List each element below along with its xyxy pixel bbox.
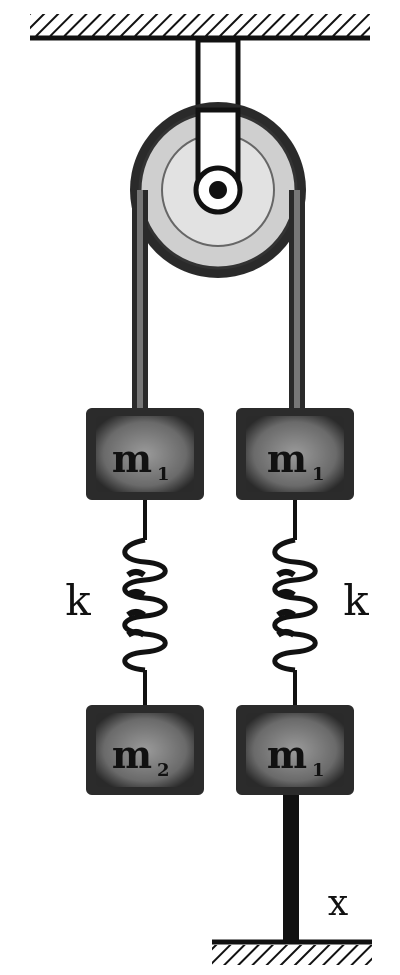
mass-top-right: m 1 [236, 408, 354, 500]
mass-top-left: m 1 [86, 408, 204, 500]
mass-top-right-subscript: 1 [312, 464, 325, 485]
spring-left-label: k [65, 576, 91, 625]
mass-top-right-label: m [267, 436, 307, 481]
floor-rod: x [283, 795, 348, 943]
mass-bottom-left: m 2 [86, 705, 204, 795]
mass-top-left-label: m [112, 436, 152, 481]
mass-bottom-left-label: m [112, 732, 152, 777]
rope-left [132, 190, 148, 408]
mass-top-left-subscript: 1 [157, 464, 170, 485]
spring-left: k [65, 500, 168, 705]
mass-bottom-right-subscript: 1 [312, 760, 325, 781]
spring-right: k [272, 500, 369, 705]
mass-bottom-right-label: m [267, 732, 307, 777]
mass-bottom-left-subscript: 2 [157, 760, 170, 781]
floor-support [212, 939, 372, 965]
pulley [130, 102, 306, 278]
spring-right-label: k [343, 576, 369, 625]
ceiling-support [30, 14, 370, 41]
rod-label: x [328, 883, 348, 924]
rope-right [289, 190, 305, 408]
mass-bottom-right: m 1 [236, 705, 354, 795]
